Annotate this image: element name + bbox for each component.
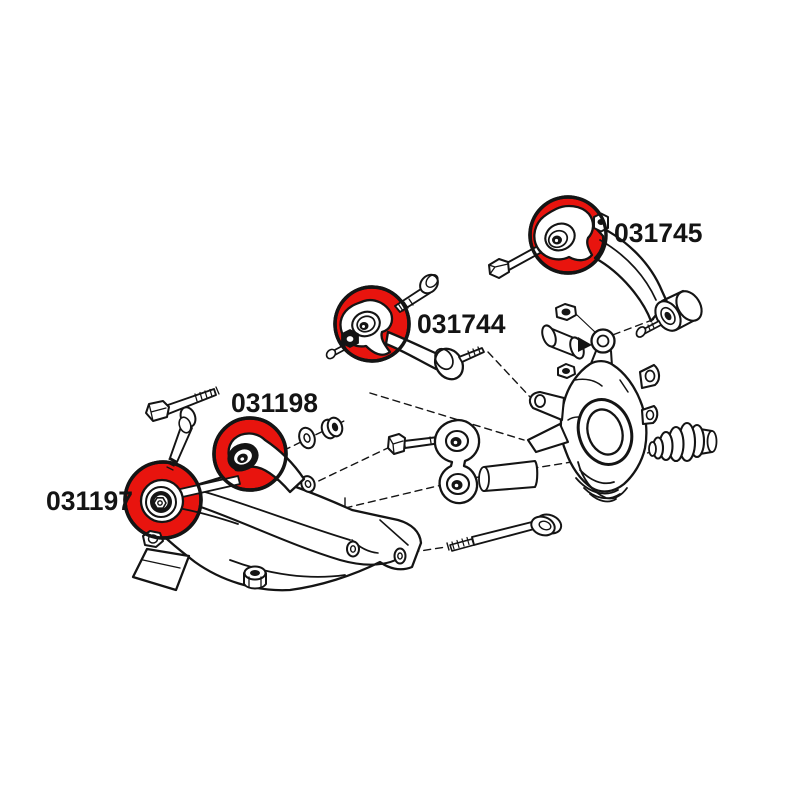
arm-hole-2 (346, 540, 360, 558)
bolt-threads (398, 298, 414, 312)
label-031197: 031197 (46, 486, 133, 516)
arm-hole-1 (300, 475, 316, 493)
washers (298, 416, 344, 450)
bushing-031197 (139, 478, 185, 524)
knuckle-left-bracket (528, 390, 566, 422)
label-031745: 031745 (614, 218, 702, 248)
arm-inner-curve-3 (229, 559, 346, 578)
highlight-ring-031197 (123, 460, 203, 540)
guide-link-bolt (307, 445, 393, 487)
arm-hole-3-inner (397, 552, 403, 560)
label-031198: 031198 (231, 388, 318, 418)
guide-toe-link-stud (487, 351, 532, 399)
bolt-hex-head (387, 433, 406, 455)
highlight-ring-031744 (333, 285, 411, 363)
arm-hole-2-inner (349, 545, 357, 553)
arm-bolt-long (145, 386, 220, 422)
guide-toe-link-knuckle (369, 392, 525, 441)
hub-bore-inner (586, 408, 624, 456)
nut-leader-line (576, 314, 597, 334)
arm-tab-bracket (131, 547, 191, 592)
lower-control-arm (123, 386, 423, 592)
arm-inner-curve-1 (193, 503, 402, 566)
upper-control-arm (488, 195, 703, 338)
cv-boot (648, 421, 718, 463)
arm-nut-bottom (243, 565, 267, 590)
highlight-ring-031198 (212, 416, 288, 492)
toe-link (325, 273, 485, 381)
knuckle-top-eye (590, 328, 616, 354)
arm-edge-strip-2 (177, 507, 239, 525)
arm-hole-3 (393, 547, 407, 565)
arm-hole-1-inner (304, 479, 312, 489)
guide-long-bolt (399, 546, 447, 555)
label-031744: 031744 (417, 309, 506, 339)
arm-bolt-diagonal (166, 406, 197, 471)
upper-arm-rear-bushing (654, 289, 703, 332)
wheel-knuckle (526, 303, 661, 503)
highlight-ring-031745 (528, 195, 608, 275)
upper-arm-inner-line (599, 239, 657, 301)
toe-link-stud (458, 347, 485, 363)
bushing-hex-nut (153, 497, 167, 509)
long-bolt (446, 513, 563, 552)
part-number-labels: 031745 031744 031198 031197 (46, 218, 702, 516)
bolt-hex-head (488, 258, 510, 279)
arm-tab-line (142, 559, 181, 569)
knuckle-left-prong (526, 422, 570, 454)
spacer-tube (478, 459, 539, 493)
hub-splines (575, 461, 628, 503)
toe-link-ball-end (433, 347, 465, 381)
guide-link-lower-eye (344, 483, 447, 509)
knuckle-right-lug-1 (638, 363, 661, 390)
arm-inner-curve-2 (204, 491, 351, 541)
upper-arm-body (588, 220, 669, 323)
bushing-031198 (227, 432, 306, 494)
toe-link-bolt (394, 273, 439, 313)
section-arrow-icon (578, 337, 592, 352)
integral-link-assembly (387, 418, 563, 552)
knuckle-right-lug-2 (640, 404, 659, 426)
